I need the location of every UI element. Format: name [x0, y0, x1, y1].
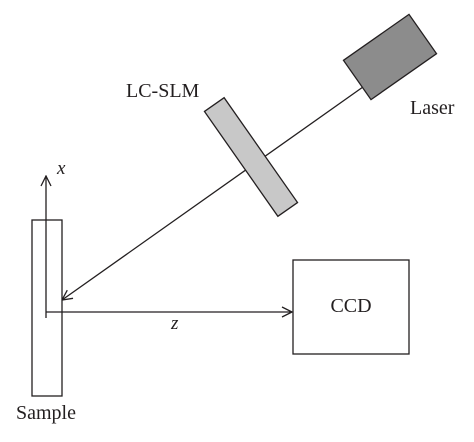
- ccd-label: CCD: [330, 295, 371, 317]
- sample-label: Sample: [16, 402, 76, 424]
- laser-beam: [62, 81, 371, 300]
- z-axis-label: z: [170, 313, 179, 334]
- lc-slm-plate: [203, 96, 299, 218]
- lc-slm-label: LC-SLM: [126, 80, 200, 102]
- laser-label: Laser: [410, 97, 455, 119]
- laser-box: [342, 13, 438, 101]
- sample-plate: [31, 219, 63, 397]
- ccd-box: [292, 259, 410, 355]
- x-axis-label: x: [56, 158, 66, 179]
